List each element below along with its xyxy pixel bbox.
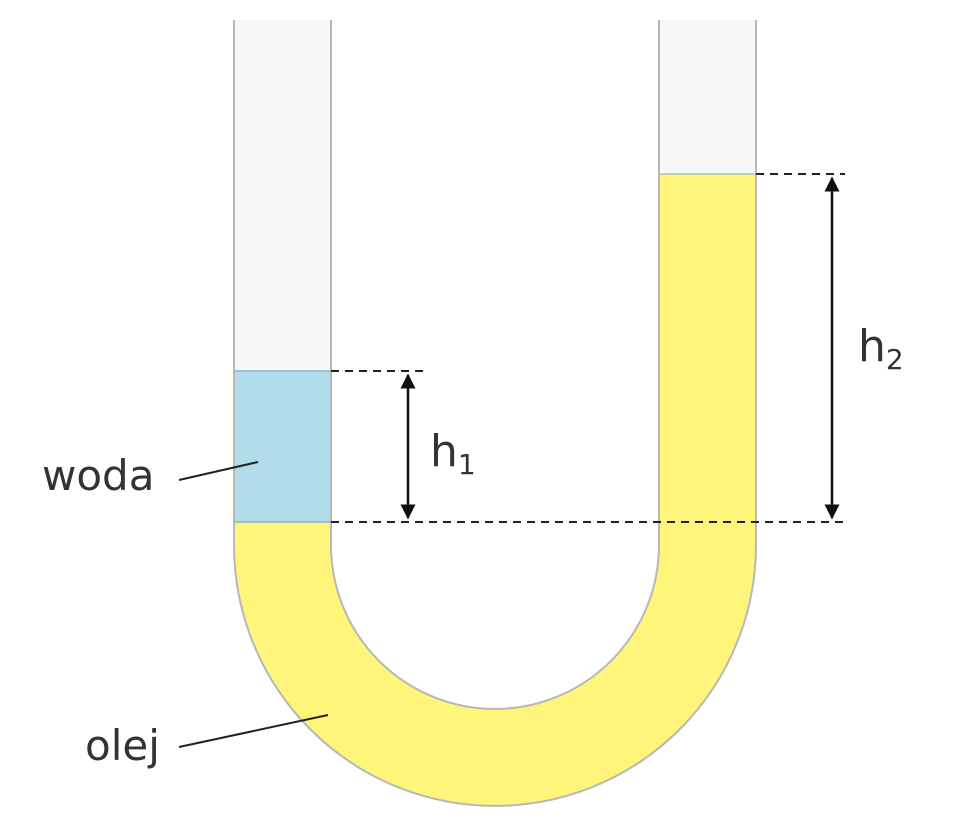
left-tube-empty	[234, 20, 331, 371]
h2-label-sub: 2	[886, 343, 904, 376]
oil-leader-line	[178, 714, 329, 748]
h1-label: h1	[430, 426, 476, 481]
oil-label: olej	[85, 721, 160, 770]
tube-outline	[233, 20, 757, 807]
water-leader-line	[178, 461, 259, 481]
right-tube-empty	[659, 20, 756, 174]
water-label: woda	[42, 451, 154, 500]
h2-label-main: h	[858, 321, 886, 372]
oil-column	[234, 174, 756, 806]
h1-label-main: h	[430, 426, 458, 477]
h1-label-sub: 1	[458, 448, 476, 481]
water-column	[234, 371, 331, 522]
h2-label: h2	[858, 321, 904, 376]
